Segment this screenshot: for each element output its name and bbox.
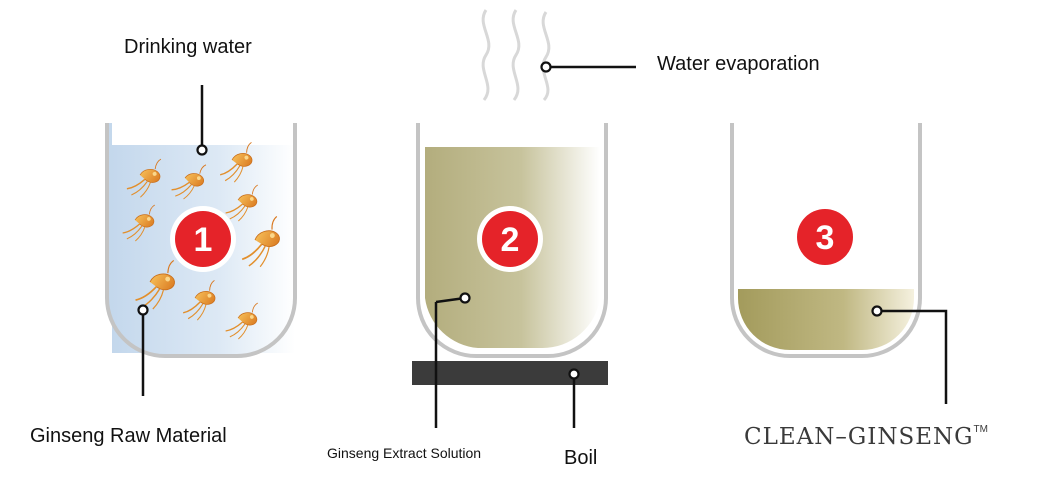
beaker-outline <box>105 123 297 358</box>
brand-name: CLEAN–GINSENG <box>744 424 974 450</box>
leader-lines <box>141 65 948 428</box>
label-ginseng-raw-material: Ginseng Raw Material <box>30 425 227 447</box>
leader-concentrate <box>881 309 948 404</box>
beaker-1: 1 <box>105 123 297 358</box>
step-number: 1 <box>194 221 213 259</box>
concentrate-fill <box>738 289 914 350</box>
label-water-evaporation: Water evaporation <box>657 53 820 75</box>
trademark-mark: TM <box>973 424 988 435</box>
steam-icon <box>481 9 551 102</box>
step-badge-1: 1 <box>170 206 236 272</box>
brand-logo: CLEAN–GINSENGTM <box>744 424 988 450</box>
label-boil: Boil <box>564 447 598 469</box>
step-badge-2: 2 <box>477 206 543 272</box>
step-number: 2 <box>501 221 520 259</box>
label-drinking-water: Drinking water <box>124 36 252 58</box>
beaker-3: 3 <box>730 123 922 358</box>
step-badge-3: 3 <box>792 204 858 270</box>
beaker-outline <box>416 123 608 358</box>
leader-dots <box>137 61 883 380</box>
beaker-outline <box>730 123 922 358</box>
step-number: 3 <box>816 219 835 257</box>
label-ginseng-extract-solution: Ginseng Extract Solution <box>327 445 482 461</box>
